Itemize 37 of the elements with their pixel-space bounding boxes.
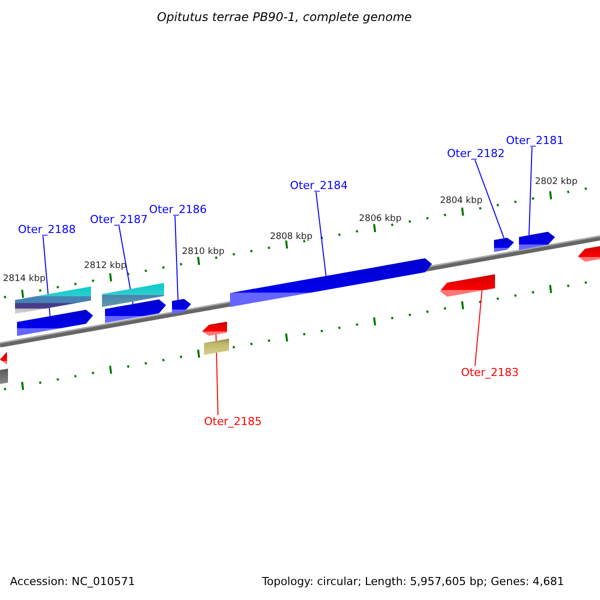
leader-line [528, 146, 532, 236]
feature-bar [204, 338, 229, 355]
scale-label: 2810 kbp [182, 246, 224, 259]
feature-bar [15, 286, 91, 314]
scale-label: 2812 kbp [84, 260, 126, 273]
gene-label: Oter_2185 [204, 415, 262, 428]
gene-label: Oter_2188 [18, 223, 76, 236]
scale-label: 2804 kbp [440, 195, 482, 208]
gene-label: Oter_2181 [506, 134, 564, 147]
leader-line [474, 290, 482, 366]
gene-feature [578, 246, 600, 262]
feature-bar [102, 283, 164, 307]
gene-feature [172, 298, 191, 314]
title: Opitutus terrae PB90-1, complete genome [157, 11, 412, 24]
gene-feature [0, 352, 7, 365]
gene-feature [230, 258, 432, 307]
gene-label: Oter_2186 [149, 203, 207, 216]
scale-label: 2806 kbp [359, 213, 402, 226]
genome-summary-text: Topology: circular; Length: 5,957,605 bp; Genes: 4,681 [262, 575, 564, 588]
gene-label: Oter_2182 [447, 147, 505, 160]
feature-bar [0, 368, 8, 384]
leader-line [474, 160, 504, 239]
gene-feature [519, 232, 555, 250]
accession-text: Accession: NC_010571 [10, 575, 136, 588]
gene-feature [494, 238, 514, 252]
gene-label: Oter_2184 [290, 179, 348, 192]
scale-label: 2808 kbp [270, 231, 312, 244]
gene-feature [17, 310, 93, 336]
gene-feature [440, 274, 495, 297]
scale-label: 2802 kbp [535, 176, 578, 189]
gene-feature [105, 299, 166, 323]
gene-feature [202, 322, 227, 336]
scale-label: 2814 kbp [3, 273, 46, 286]
leader-line [316, 192, 326, 276]
gene-label: Oter_2187 [90, 213, 148, 226]
leader-line [174, 216, 178, 300]
gene-label: Oter_2183 [461, 366, 519, 379]
